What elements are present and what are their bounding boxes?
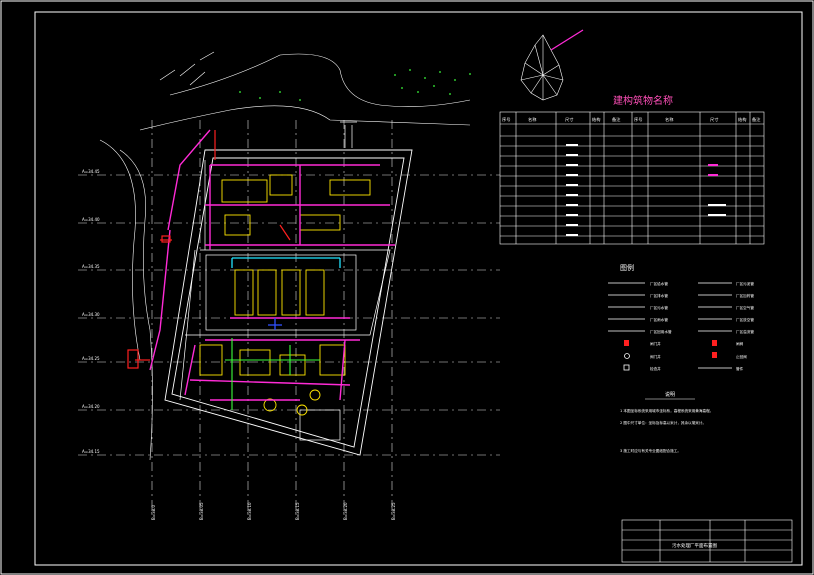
legend-label: 厂区放空管 <box>736 317 754 322</box>
legend-label: 检查井 <box>650 366 661 371</box>
table-header-cell: 尺寸 <box>710 116 718 123</box>
axis-label: B=38.0 <box>151 505 156 520</box>
legend-label: 厂区空气管 <box>736 305 754 310</box>
axis-label: A=34.40 <box>82 217 100 222</box>
inner-frame <box>34 11 803 566</box>
legend-label: 止回阀 <box>736 354 747 359</box>
notes-title: 说明 <box>665 391 675 398</box>
table-header-cell: 序号 <box>502 116 510 123</box>
structures-table <box>499 111 765 245</box>
internal-roads <box>179 160 391 441</box>
table-cell-marks <box>566 144 726 236</box>
axis-label: B=38.05 <box>199 502 204 520</box>
axis-label: B=38.20 <box>343 502 348 520</box>
table-header-cell: 名称 <box>665 116 673 123</box>
note-line: 2 图中尺寸单位：坐标及标高以米计，其余以毫米计。 <box>620 420 706 425</box>
note-line: 3 施工时应与有关专业图纸配合施工。 <box>620 448 681 453</box>
axis-label: A=34.35 <box>82 264 100 269</box>
legend-label: 管件 <box>736 366 744 371</box>
legend: 厂区给水管 厂区排水管 厂区污水管 厂区雨水管 厂区回用水管 闸门井 阀门井 检… <box>608 281 754 371</box>
axis-label: B=38.15 <box>295 502 300 520</box>
legend-label: 闸门井 <box>650 341 661 346</box>
table-header-cell: 备注 <box>612 116 621 123</box>
axis-label: A=34.45 <box>82 169 100 174</box>
table-header-cell: 名称 <box>528 116 536 123</box>
table-header-row: 序号 名称 尺寸 结构 备注 序号 名称 尺寸 结构 备注 <box>502 116 761 123</box>
axis-label: B=38.10 <box>247 502 252 520</box>
terrain-contours <box>99 51 471 461</box>
axis-label: A=34.15 <box>82 449 100 454</box>
wind-rose-icon <box>520 29 584 101</box>
axis-label: A=34.20 <box>82 404 100 409</box>
grid-lines <box>78 120 500 520</box>
site-boundary <box>164 149 413 456</box>
legend-label: 厂区加药管 <box>736 293 754 298</box>
axis-labels-bottom: B=38.0 B=38.05 B=38.10 B=38.15 B=38.20 B… <box>151 502 396 520</box>
axis-label: A=34.25 <box>82 356 100 361</box>
table-title: 建构筑物名称 <box>613 94 673 107</box>
legend-label: 厂区给水管 <box>650 281 668 286</box>
pipelines-blue <box>268 318 282 330</box>
legend-label: 厂区溢流管 <box>736 329 754 334</box>
axis-label: B=38.25 <box>391 502 396 520</box>
title-block-name: 污水处理厂平面布置图 <box>672 542 717 549</box>
pipelines-red <box>127 130 291 369</box>
site-gate <box>340 121 357 148</box>
title-block <box>621 519 793 563</box>
legend-label: 厂区污泥管 <box>736 281 754 286</box>
table-header-cell: 尺寸 <box>565 116 573 123</box>
table-header-cell: 结构 <box>738 116 746 123</box>
note-line: 1 本图坐标系统采用城市坐标系，高程系统采用黄海高程。 <box>620 408 713 413</box>
legend-label: 厂区回用水管 <box>650 329 672 334</box>
legend-label: 闸阀 <box>736 341 744 346</box>
table-header-cell: 备注 <box>752 116 761 123</box>
pipelines-green <box>225 338 320 410</box>
pipelines-magenta <box>149 129 395 401</box>
legend-title: 图例 <box>620 263 634 272</box>
table-header-cell: 结构 <box>592 116 600 123</box>
vegetation-marks <box>239 69 471 101</box>
legend-label: 厂区排水管 <box>650 293 668 298</box>
legend-label: 厂区污水管 <box>650 305 668 310</box>
axis-label: A=34.30 <box>82 312 100 317</box>
notes: 1 本图坐标系统采用城市坐标系，高程系统采用黄海高程。 2 图中尺寸单位：坐标及… <box>620 408 713 453</box>
table-header-cell: 序号 <box>634 116 642 123</box>
structures-yellow <box>199 174 371 416</box>
pipelines-cyan <box>231 257 341 268</box>
legend-label: 厂区雨水管 <box>650 317 668 322</box>
legend-label: 阀门井 <box>650 354 661 359</box>
axis-labels-left: A=34.45 A=34.40 A=34.35 A=34.30 A=34.25 … <box>82 169 100 454</box>
